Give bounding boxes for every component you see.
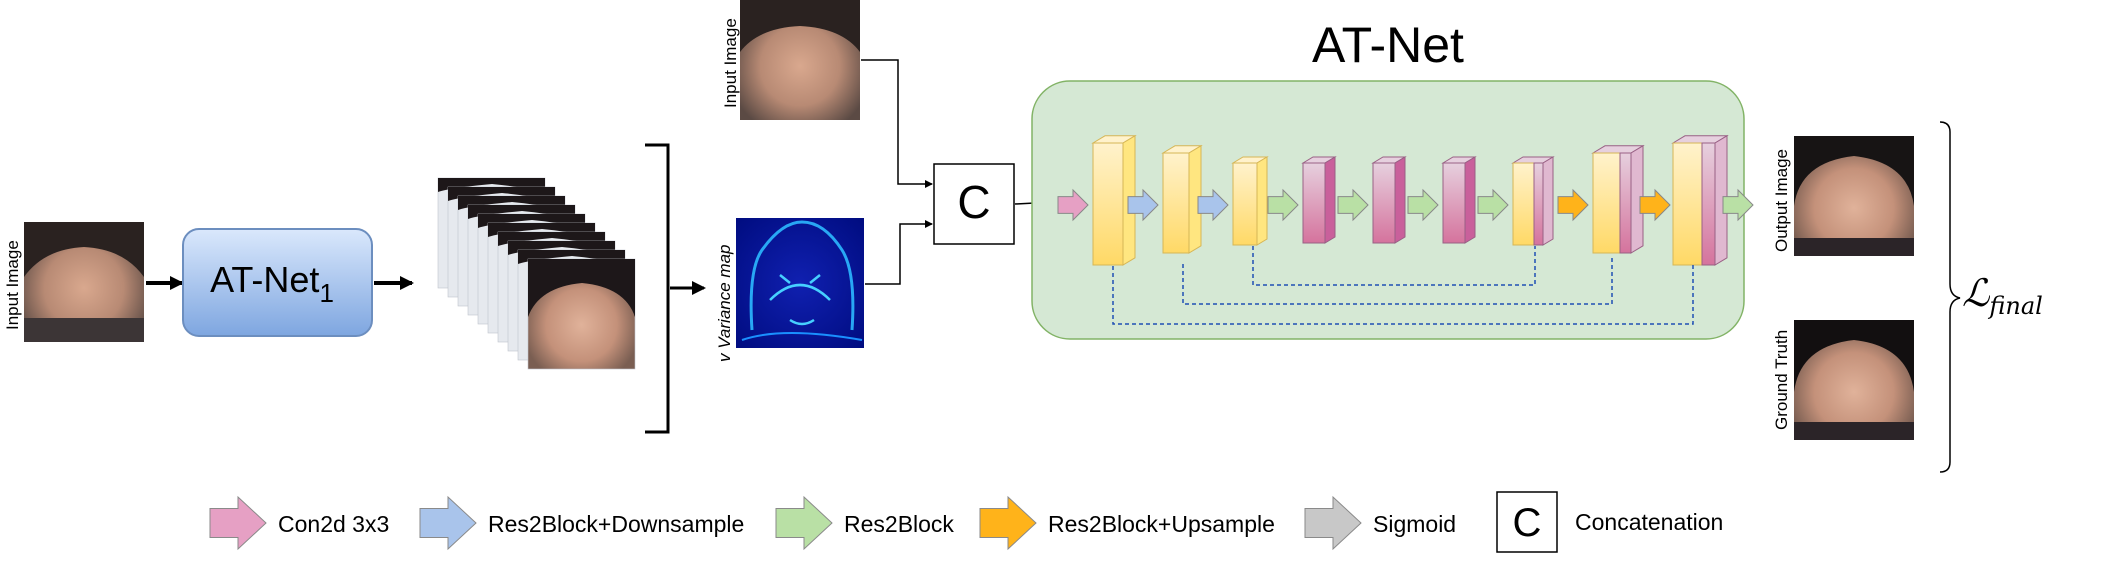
concatenation-symbol: C [957,176,990,228]
legend-label: Res2Block+Downsample [488,511,744,537]
atnet1-title: AT-Net1 [210,259,334,308]
legend-arrow-icon [209,495,267,551]
connector-variance [865,220,933,285]
skip-connection-3 [1112,264,1694,325]
ground-truth-image [1794,320,1914,440]
legend-item: Sigmoid [1304,495,1456,551]
loss-subscript: final [1987,292,2042,320]
concatenation-box: C [933,163,1015,245]
flow-arrow [1057,188,1089,222]
input-image-top [740,0,860,120]
network-layer [1161,144,1203,254]
legend-arrow-icon [979,495,1037,551]
skip-connection-2 [1182,256,1613,305]
legend-item-concatenation: C Concatenation [1496,491,1723,553]
input-image-left [24,222,144,342]
legend-label: Res2Block [844,511,954,537]
atnet-main-title: AT-Net [1312,17,1464,73]
network-layer [1231,156,1269,246]
network-layer [1371,156,1407,244]
input-image-label-left: Input Image [3,240,22,330]
network-layer [1511,156,1555,246]
flow-arrow [1557,188,1589,222]
legend: Con2d 3x3 Res2Block+Downsample Res2Block Re… [209,495,1456,551]
input-image-label-top: Input Image [721,18,740,108]
legend-arrow-icon [775,495,833,551]
legend-label: Sigmoid [1373,511,1456,537]
flow-arrow [1407,188,1439,222]
skip-connections [1112,246,1694,325]
legend-item: Res2Block [775,495,954,551]
stacked-output-image [527,258,636,370]
network-layer [1091,134,1137,266]
legend-label: Res2Block+Upsample [1048,511,1275,537]
connector-top-input [861,59,933,188]
network-layer [1301,156,1337,244]
legend-concat-symbol: C [1513,501,1542,545]
atnet-layers [1091,134,1729,266]
legend-arrow-icon [419,495,477,551]
legend-item: Res2Block+Upsample [979,495,1275,551]
legend-item: Con2d 3x3 [209,495,389,551]
flow-arrow [1477,188,1509,222]
legend-concat-label: Concatenation [1575,509,1723,535]
flow-arrow [1197,188,1229,222]
legend-label: Con2d 3x3 [278,511,389,537]
stack-bracket [645,143,670,434]
flow-arrow [1267,188,1299,222]
network-layer [1671,134,1729,266]
network-layer [1441,156,1477,244]
flow-arrow [1722,188,1754,222]
atnet1-box: AT-Net1 [182,228,373,337]
output-image-stack [437,177,636,370]
output-image [1794,136,1914,256]
loss-label: ℒfinal [1962,271,2043,320]
variance-map-label: v Variance map [715,245,734,362]
flow-arrow [1337,188,1369,222]
flow-arrow [1127,188,1159,222]
network-layer [1591,144,1645,254]
loss-brace [1939,121,1961,473]
output-image-label: Output Image [1772,149,1791,252]
ground-truth-label: Ground Truth [1772,330,1791,430]
legend-item: Res2Block+Downsample [419,495,744,551]
legend-arrow-icon [1304,495,1362,551]
variance-map-image [736,218,864,348]
atnet1-subscript: 1 [319,278,333,308]
atnet-flow-arrows [1057,188,1754,222]
flow-arrow [1639,188,1671,222]
